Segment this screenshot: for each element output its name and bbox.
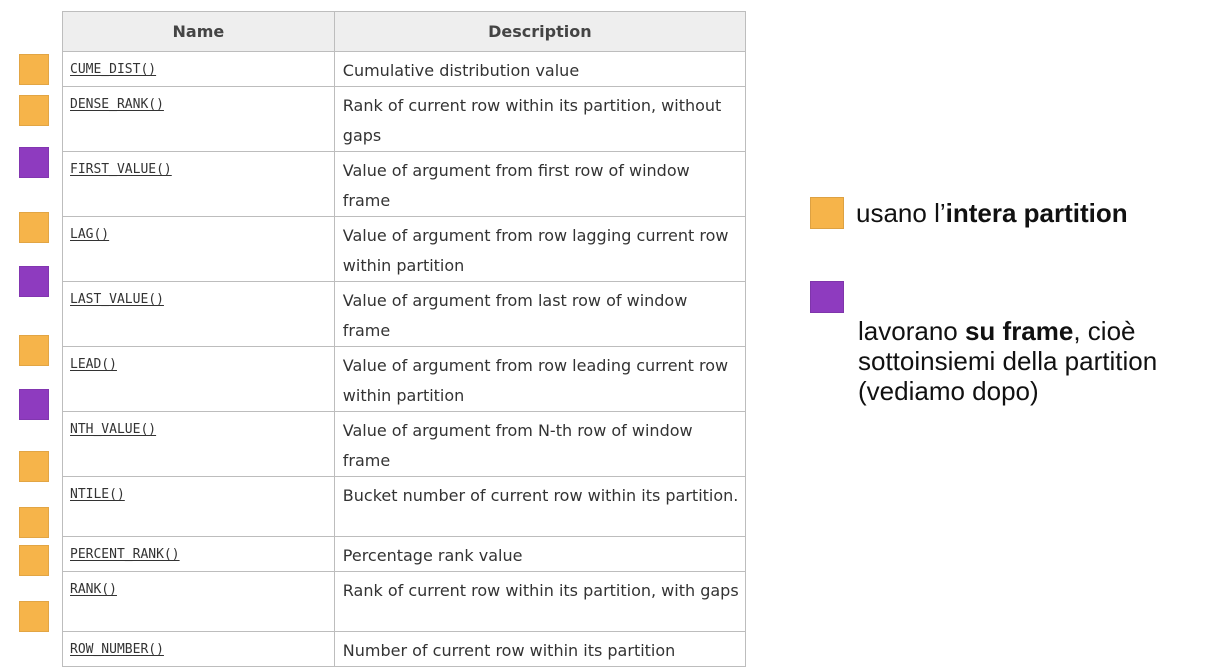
table-row: LAG() Value of argument from row lagging… [62,216,747,282]
function-link-ntile[interactable]: NTILE() [70,487,125,502]
row-marker-percent-rank [19,507,49,538]
function-description: Cumulative distribution value [333,51,747,87]
legend-frame-prefix: lavorano [858,316,965,346]
function-link-row-number[interactable]: ROW_NUMBER() [70,642,164,657]
function-name-cell: NTILE() [62,476,335,537]
function-description: Rank of current row within its partition… [333,571,747,632]
function-description: Value of argument from row lagging curre… [333,216,747,282]
function-description: Value of argument from N-th row of windo… [333,411,747,477]
description-column-header: Description [333,11,747,52]
page: Name Description CUME_DIST() Cumulative … [19,11,1203,667]
table-header-row: Name Description [62,11,747,52]
function-description: Rank of current row within its partition… [333,86,747,152]
row-marker-row-number [19,601,49,632]
legend-text-frame: lavorano su frame, cioè sottoinsiemi del… [858,316,1203,406]
legend-partition-bold: intera partition [945,198,1128,228]
table-row: PERCENT_RANK() Percentage rank value [62,536,747,572]
function-name-cell: FIRST_VALUE() [62,151,335,217]
function-description: Value of argument from last row of windo… [333,281,747,347]
function-link-lead[interactable]: LEAD() [70,357,117,372]
legend-frame-bold: su frame [964,316,1074,346]
function-name-cell: NTH_VALUE() [62,411,335,477]
row-marker-lead [19,335,49,366]
row-marker-rank [19,545,49,576]
table-row: RANK() Rank of current row within its pa… [62,571,747,632]
function-description: Percentage rank value [333,536,747,572]
name-column-header: Name [62,11,335,52]
row-marker-first-value [19,147,49,178]
function-description: Value of argument from row leading curre… [333,346,747,412]
function-link-dense-rank[interactable]: DENSE_RANK() [70,97,164,112]
table-row: CUME_DIST() Cumulative distribution valu… [62,51,747,87]
legend: usano l’intera partition lavorano su fra… [810,197,1203,406]
table-row: LAST_VALUE() Value of argument from last… [62,281,747,347]
function-name-cell: LAST_VALUE() [62,281,335,347]
row-marker-ntile [19,451,49,482]
legend-text-partition: usano l’intera partition [856,198,1196,228]
function-link-nth-value[interactable]: NTH_VALUE() [70,422,157,437]
function-link-rank[interactable]: RANK() [70,582,117,597]
function-name-cell: LAG() [62,216,335,282]
function-link-lag[interactable]: LAG() [70,227,110,242]
legend-partition-prefix: usano l’ [856,198,946,228]
table-row: NTILE() Bucket number of current row wit… [62,476,747,537]
function-name-cell: CUME_DIST() [62,51,335,87]
row-marker-last-value [19,266,49,297]
legend-frame-suffix: , cioè sottoinsiemi della partition (ved… [858,316,1158,406]
function-name-cell: PERCENT_RANK() [62,536,335,572]
table-row: NTH_VALUE() Value of argument from N-th … [62,411,747,477]
row-marker-nth-value [19,389,49,420]
function-description: Bucket number of current row within its … [333,476,747,537]
function-link-last-value[interactable]: LAST_VALUE() [70,292,164,307]
function-link-percent-rank[interactable]: PERCENT_RANK() [70,547,180,562]
table-row: LEAD() Value of argument from row leadin… [62,346,747,412]
window-functions-table: Name Description CUME_DIST() Cumulative … [62,11,747,667]
row-marker-dense-rank [19,95,49,126]
legend-swatch-frame [810,281,844,313]
function-link-cume-dist[interactable]: CUME_DIST() [70,62,157,77]
row-marker-lag [19,212,49,243]
function-link-first-value[interactable]: FIRST_VALUE() [70,162,172,177]
row-marker-cume-dist [19,54,49,85]
function-name-cell: LEAD() [62,346,335,412]
function-name-cell: RANK() [62,571,335,632]
legend-swatch-partition [810,197,844,229]
table-row: DENSE_RANK() Rank of current row within … [62,86,747,152]
